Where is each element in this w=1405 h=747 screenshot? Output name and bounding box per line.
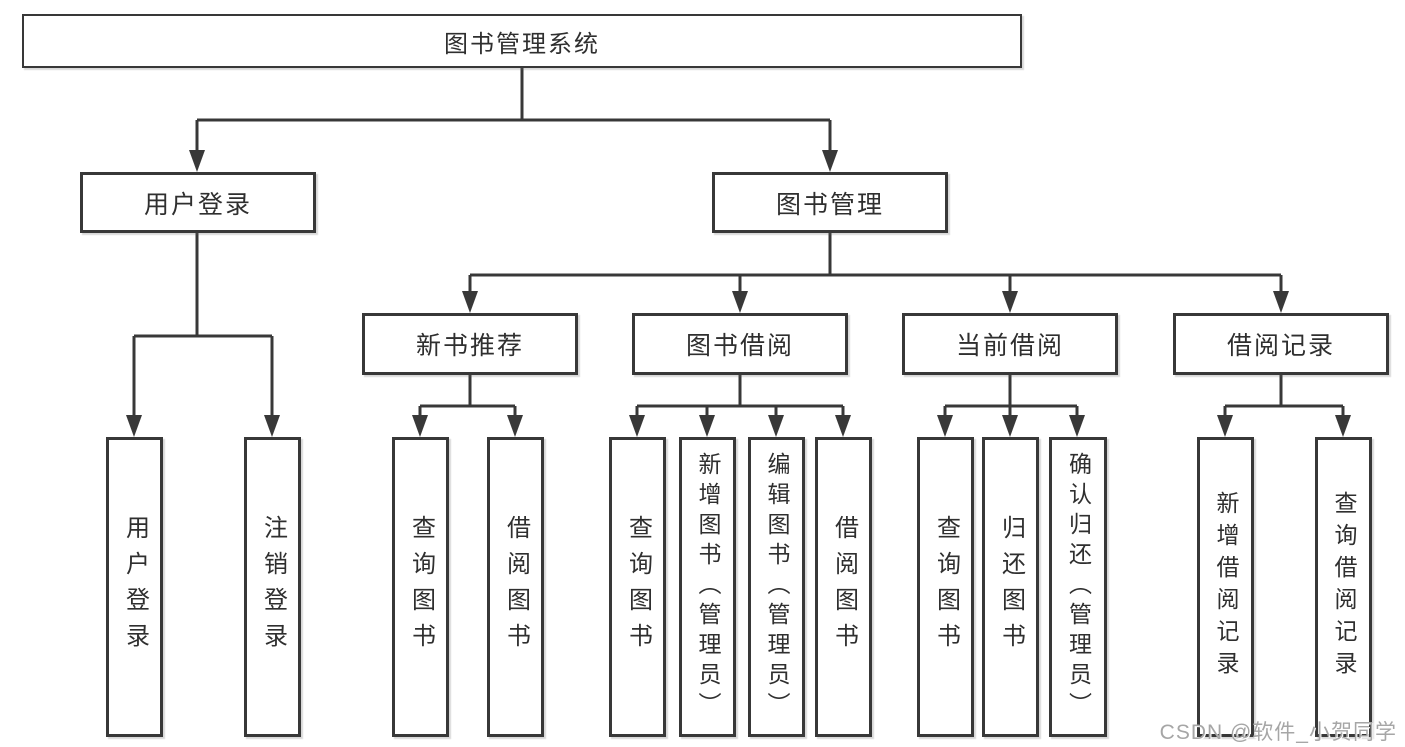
- node-label: 新增图书（管理员）: [695, 452, 721, 722]
- node-label: 新增借阅记录: [1213, 491, 1239, 683]
- leaf-borrow-books-borrowing: 借阅图书: [815, 437, 872, 737]
- node-label: 用户登录: [143, 190, 252, 219]
- node-label: 借阅记录: [1226, 332, 1335, 360]
- node-new-book-recommendation: 新书推荐: [362, 313, 578, 375]
- leaf-confirm-return-admin: 确认归还（管理员）: [1049, 437, 1107, 737]
- node-label: 查询图书: [407, 515, 435, 659]
- node-label: 当前借阅: [955, 332, 1064, 360]
- node-label: 注销登录: [259, 515, 287, 659]
- node-label: 确认归还（管理员）: [1065, 452, 1092, 722]
- leaf-edit-books-admin: 编辑图书（管理员）: [748, 437, 805, 737]
- node-label: 用户登录: [121, 515, 149, 659]
- node-label: 图书借阅: [685, 332, 794, 360]
- node-label: 归还图书: [997, 515, 1025, 659]
- node-label: 图书管理: [775, 190, 884, 219]
- leaf-return-books: 归还图书: [982, 437, 1039, 737]
- node-book-borrowing: 图书借阅: [632, 313, 848, 375]
- node-label: 借阅图书: [502, 515, 530, 659]
- node-label: 查询图书: [624, 515, 652, 659]
- node-current-borrowing: 当前借阅: [902, 313, 1118, 375]
- node-label: 查询借阅记录: [1331, 491, 1357, 683]
- leaf-user-login: 用户登录: [106, 437, 163, 737]
- leaf-borrow-books-recommend: 借阅图书: [487, 437, 544, 737]
- node-borrowing-records: 借阅记录: [1173, 313, 1389, 375]
- leaf-add-books-admin: 新增图书（管理员）: [679, 437, 736, 737]
- node-library-management-system: 图书管理系统: [22, 14, 1022, 68]
- node-label: 新书推荐: [415, 332, 524, 360]
- leaf-query-books-current: 查询图书: [917, 437, 974, 737]
- node-user-login: 用户登录: [80, 172, 316, 233]
- node-label: 查询图书: [932, 515, 960, 659]
- node-label: 编辑图书（管理员）: [764, 452, 790, 722]
- node-book-management: 图书管理: [712, 172, 948, 233]
- leaf-query-books-recommend: 查询图书: [392, 437, 449, 737]
- leaf-logout: 注销登录: [244, 437, 301, 737]
- leaf-add-borrow-record: 新增借阅记录: [1197, 437, 1254, 737]
- node-label: 借阅图书: [830, 515, 858, 659]
- leaf-query-books-borrowing: 查询图书: [609, 437, 666, 737]
- node-label: 图书管理系统: [444, 30, 600, 58]
- leaf-query-borrow-record: 查询借阅记录: [1315, 437, 1372, 737]
- csdn-watermark: CSDN @软件_小贺同学: [1159, 721, 1397, 744]
